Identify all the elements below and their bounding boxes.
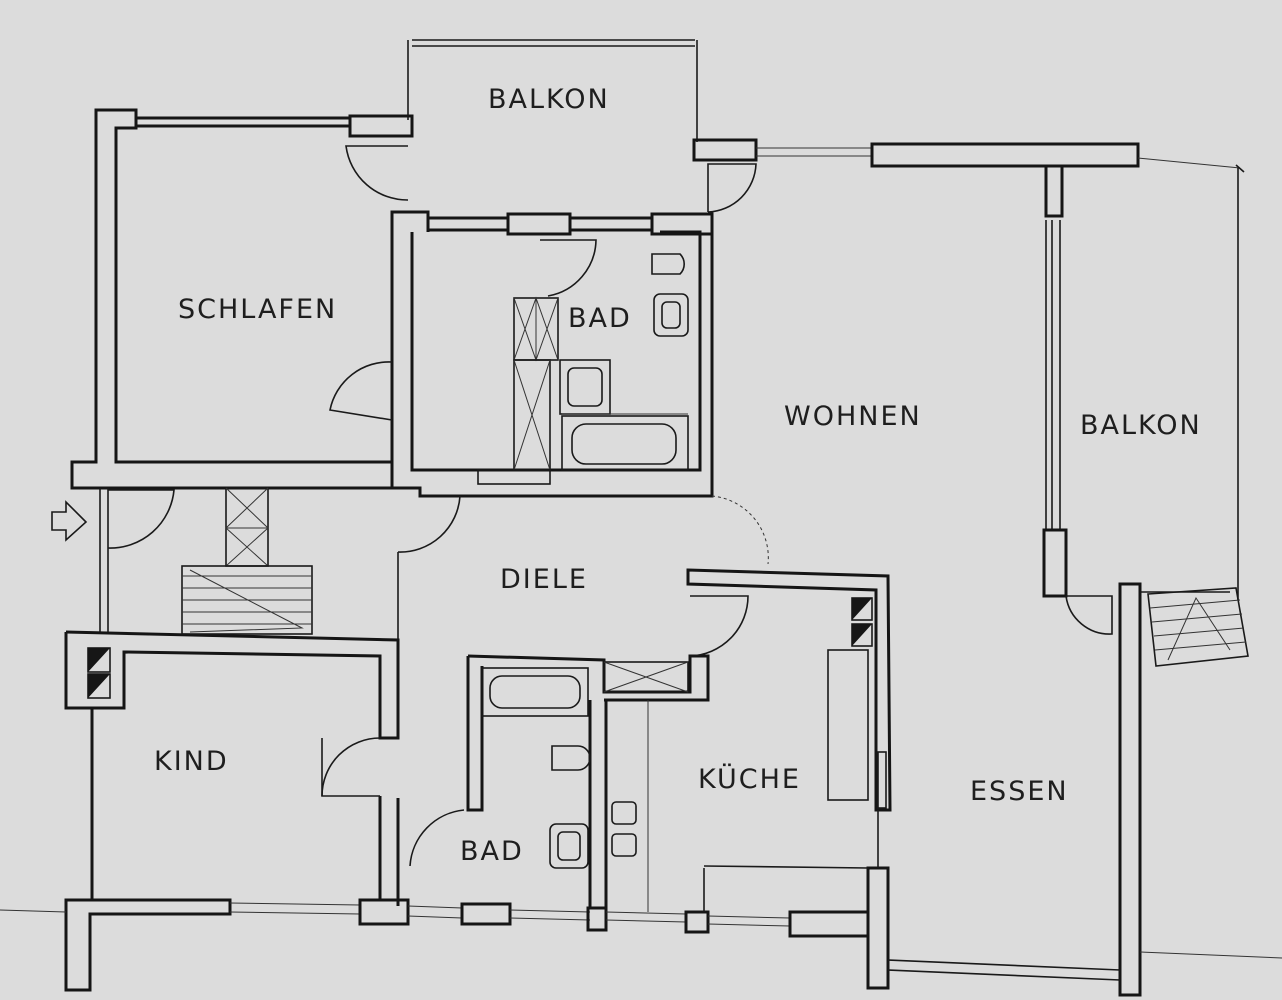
entrance-arrow-icon: [51, 500, 88, 542]
room-label-bad-upper: BAD: [568, 303, 632, 334]
doors: [107, 145, 1113, 867]
toilet-icon: [551, 745, 591, 771]
door-swing-icon: [345, 145, 409, 201]
bathtub-icon: [481, 667, 589, 717]
chimney-icon: [851, 597, 873, 647]
washbasin-icon: [653, 293, 689, 337]
room-label-balkon-right: BALKON: [1080, 410, 1202, 441]
shower-tray-icon: [559, 359, 611, 415]
stair-icon: [181, 487, 1249, 667]
stove-icon: [611, 801, 637, 857]
bad-upper-fixtures: [477, 253, 689, 485]
washbasin-icon: [549, 823, 589, 869]
kitchen-fixtures: [611, 597, 887, 857]
room-labels: BALKON SCHLAFEN BAD WOHNEN BALKON DIELE …: [154, 84, 1202, 867]
room-label-bad-lower: BAD: [460, 836, 524, 867]
bathtub-icon: [561, 415, 689, 471]
toilet-icon: [651, 253, 685, 275]
room-label-schlafen: SCHLAFEN: [178, 294, 337, 325]
bad-lower-fixtures: [481, 661, 689, 869]
room-label-wohnen: WOHNEN: [784, 401, 922, 432]
room-label-kueche: KÜCHE: [698, 763, 801, 795]
room-label-balkon-top: BALKON: [488, 84, 610, 115]
exterior-walls: [0, 39, 1282, 997]
room-label-kind: KIND: [154, 746, 229, 777]
room-label-diele: DIELE: [500, 564, 588, 595]
room-label-essen: ESSEN: [970, 776, 1069, 807]
chimney-icon: [87, 647, 111, 699]
